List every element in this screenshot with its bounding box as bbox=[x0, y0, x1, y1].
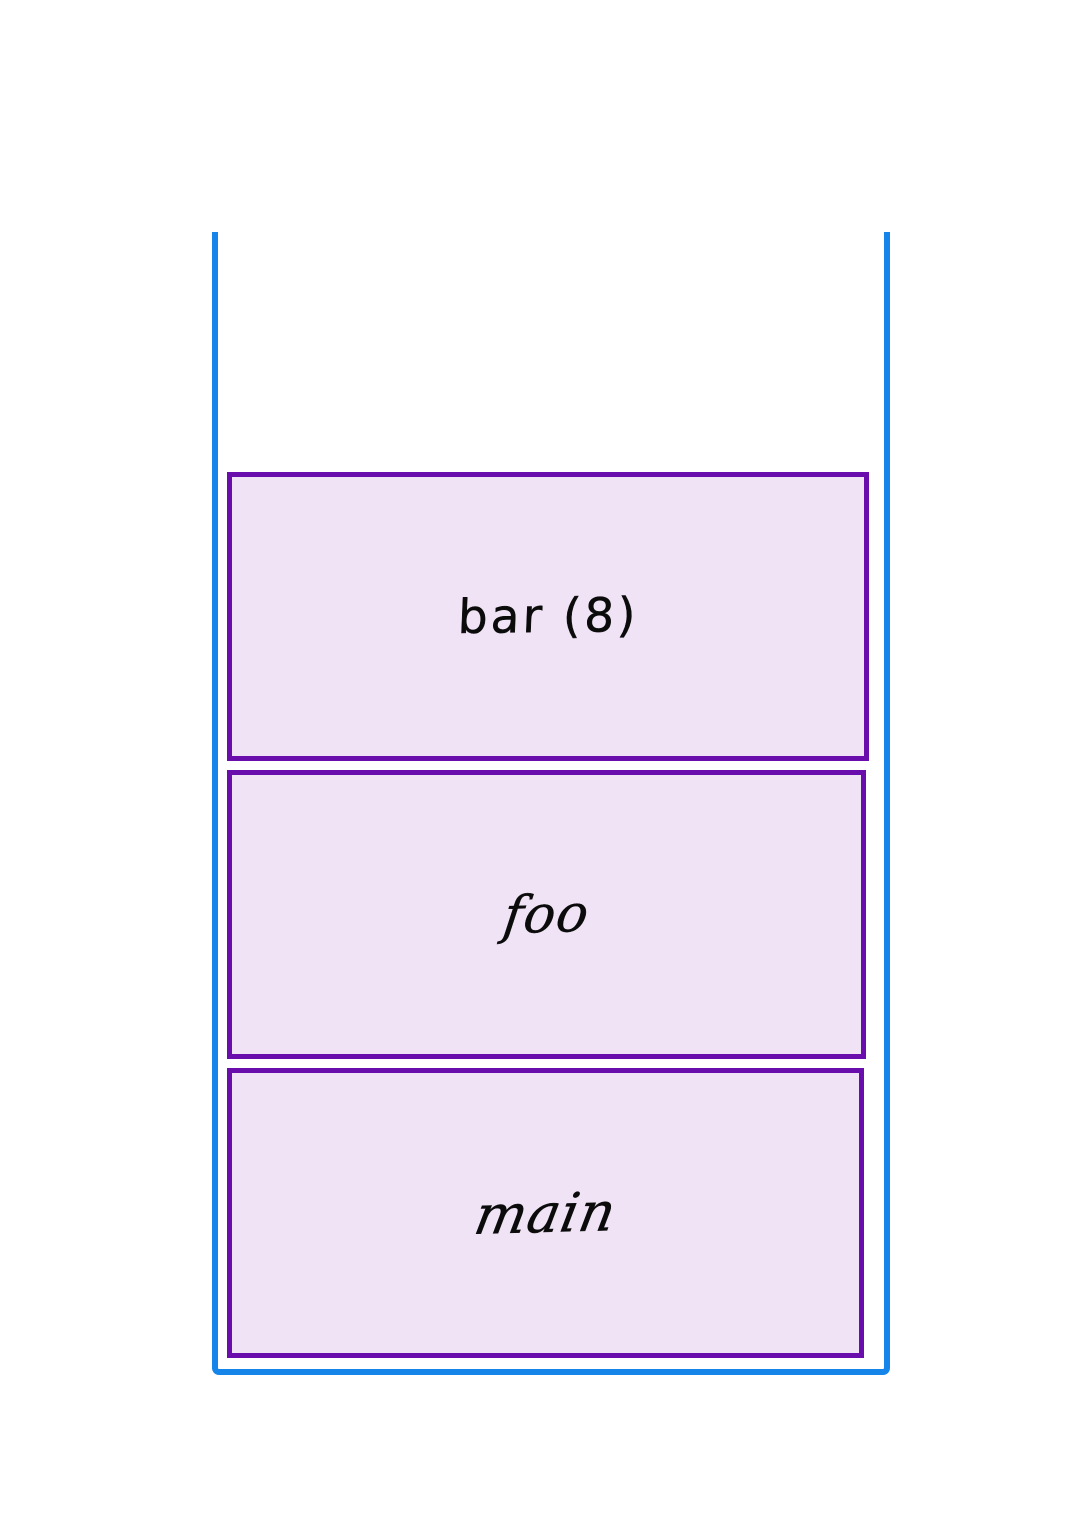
stack-frame-main[interactable]: main bbox=[227, 1068, 864, 1358]
stack-container bbox=[212, 232, 890, 1375]
stack-frame-label-main: main bbox=[469, 1179, 622, 1247]
stack-frame-bar[interactable]: bar (8) bbox=[227, 472, 869, 761]
stack-frame-label-foo: foo bbox=[499, 883, 594, 946]
stack-frame-foo[interactable]: foo bbox=[227, 770, 866, 1059]
stack-frame-label-bar: bar (8) bbox=[456, 588, 640, 645]
